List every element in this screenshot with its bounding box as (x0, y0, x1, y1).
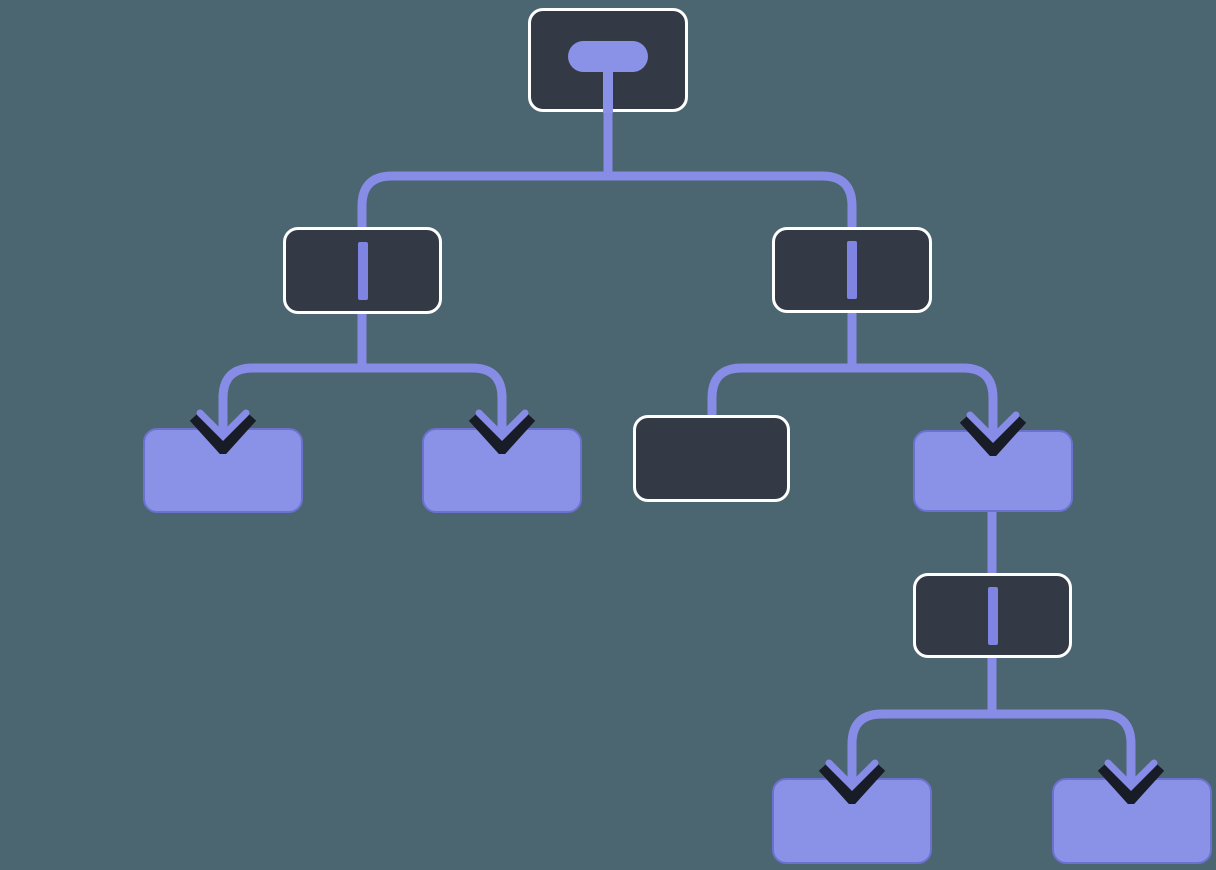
divider-bar-icon (847, 241, 857, 299)
node-branch-bottom[interactable] (913, 573, 1072, 658)
node-branch-right[interactable] (772, 227, 932, 313)
edge-left-bracket (218, 363, 507, 428)
arrow-chevron (1104, 759, 1158, 791)
node-dark-leaf[interactable] (633, 415, 790, 502)
arrow-down-icon (959, 396, 1027, 456)
root-pill-stem (603, 67, 613, 113)
arrow-chevron (196, 409, 250, 441)
edge-right-bracket (707, 363, 998, 430)
arrow-chevron-shadow (189, 411, 257, 454)
divider-bar-icon (357, 241, 368, 300)
arrow-down-icon (1097, 744, 1165, 804)
arrow-chevron-shadow (818, 761, 886, 804)
arrow-down-icon (818, 744, 886, 804)
edge-bottom-bracket (847, 709, 1136, 778)
arrow-chevron-shadow (468, 411, 536, 454)
arrow-chevron (966, 411, 1020, 443)
root-pill-icon (568, 41, 648, 72)
arrow-down-icon (468, 394, 536, 454)
arrow-down-icon (189, 394, 257, 454)
edge-root-bracket (357, 171, 857, 227)
node-root[interactable] (528, 8, 688, 113)
arrow-chevron-shadow (1097, 761, 1165, 804)
node-branch-left[interactable] (283, 227, 442, 314)
arrow-chevron (475, 409, 529, 441)
arrow-chevron (825, 759, 879, 791)
divider-bar-icon (987, 586, 998, 645)
arrow-chevron-shadow (959, 413, 1027, 456)
